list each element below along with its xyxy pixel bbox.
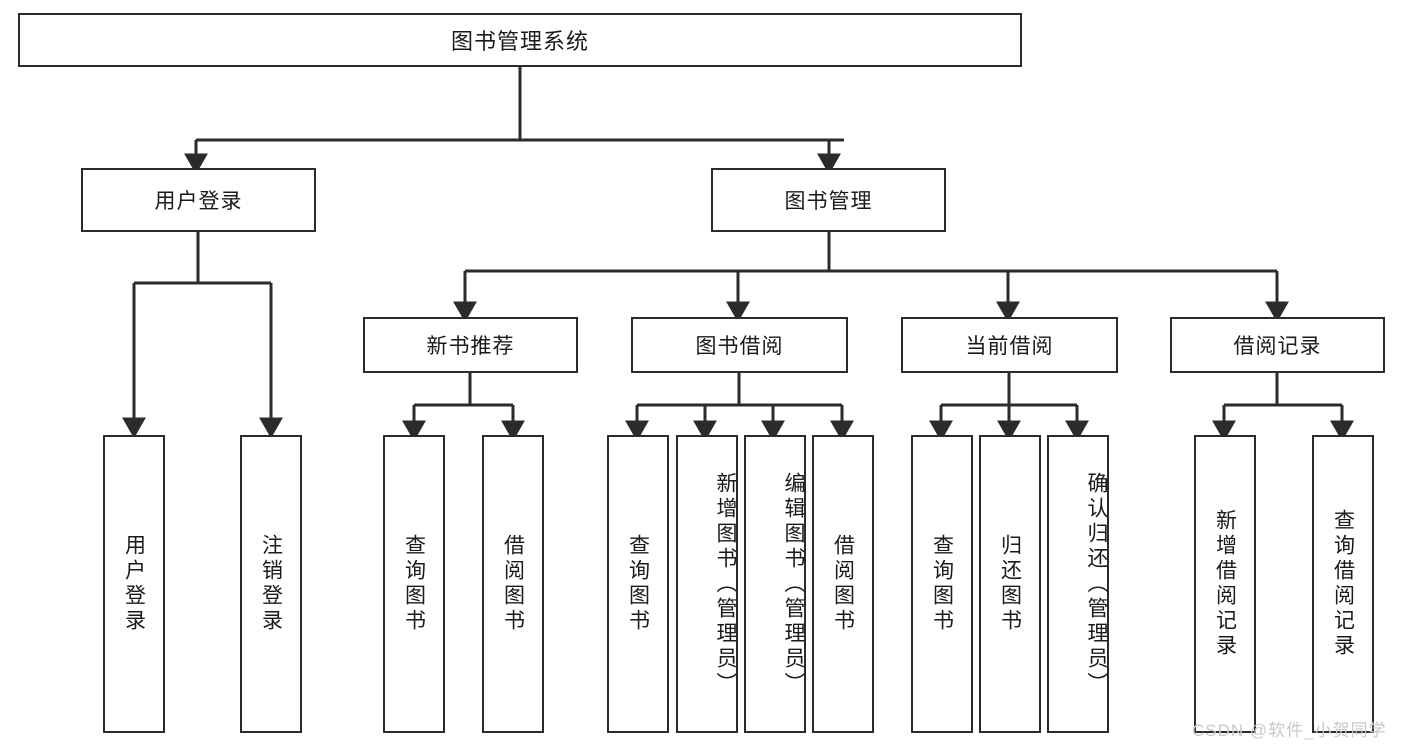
leaf-user-login[interactable]: 用户登录: [103, 435, 165, 733]
node-borrow-record[interactable]: 借阅记录: [1170, 317, 1385, 373]
node-book-borrow-label: 图书借阅: [695, 335, 784, 358]
leaf-query-book-1-label: 查询图书: [402, 534, 426, 634]
leaf-borrow-book-2-label: 借阅图书: [831, 534, 855, 634]
leaf-query-book-3[interactable]: 查询图书: [911, 435, 973, 733]
node-user-login[interactable]: 用户登录: [81, 168, 316, 232]
leaf-query-record[interactable]: 查询借阅记录: [1312, 435, 1374, 733]
node-root[interactable]: 图书管理系统: [18, 13, 1022, 67]
leaf-edit-book[interactable]: 编辑图书（管理员）: [744, 435, 806, 733]
node-new-book-recommend-label: 新书推荐: [426, 335, 515, 358]
leaf-edit-book-label: 编辑图书（管理员）: [782, 471, 805, 697]
leaf-logout[interactable]: 注销登录: [240, 435, 302, 733]
node-book-borrow[interactable]: 图书借阅: [631, 317, 848, 373]
leaf-query-record-label: 查询借阅记录: [1331, 509, 1355, 659]
leaf-add-book-label: 新增图书（管理员）: [714, 471, 737, 697]
leaf-return-book-label: 归还图书: [998, 534, 1022, 634]
leaf-borrow-book-2[interactable]: 借阅图书: [812, 435, 874, 733]
leaf-return-book[interactable]: 归还图书: [979, 435, 1041, 733]
leaf-query-book-2-label: 查询图书: [626, 534, 650, 634]
leaf-add-record[interactable]: 新增借阅记录: [1194, 435, 1256, 733]
leaf-query-book-3-label: 查询图书: [930, 534, 954, 634]
node-current-borrow[interactable]: 当前借阅: [901, 317, 1118, 373]
node-book-manage-label: 图书管理: [784, 190, 873, 213]
leaf-logout-label: 注销登录: [259, 534, 283, 634]
leaf-query-book-2[interactable]: 查询图书: [607, 435, 669, 733]
csdn-watermark: CSDN @软件_小贺同学: [1192, 721, 1387, 740]
node-new-book-recommend[interactable]: 新书推荐: [363, 317, 578, 373]
node-book-manage[interactable]: 图书管理: [711, 168, 946, 232]
leaf-confirm-return-label: 确认归还（管理员）: [1085, 471, 1108, 697]
node-borrow-record-label: 借阅记录: [1233, 335, 1322, 358]
node-current-borrow-label: 当前借阅: [965, 335, 1054, 358]
leaf-user-login-label: 用户登录: [122, 534, 146, 634]
leaf-borrow-book-1-label: 借阅图书: [501, 534, 525, 634]
leaf-add-record-label: 新增借阅记录: [1213, 509, 1237, 659]
node-user-login-label: 用户登录: [154, 190, 243, 213]
leaf-add-book[interactable]: 新增图书（管理员）: [676, 435, 738, 733]
leaf-query-book-1[interactable]: 查询图书: [383, 435, 445, 733]
leaf-borrow-book-1[interactable]: 借阅图书: [482, 435, 544, 733]
leaf-confirm-return[interactable]: 确认归还（管理员）: [1047, 435, 1109, 733]
node-root-label: 图书管理系统: [450, 29, 589, 54]
